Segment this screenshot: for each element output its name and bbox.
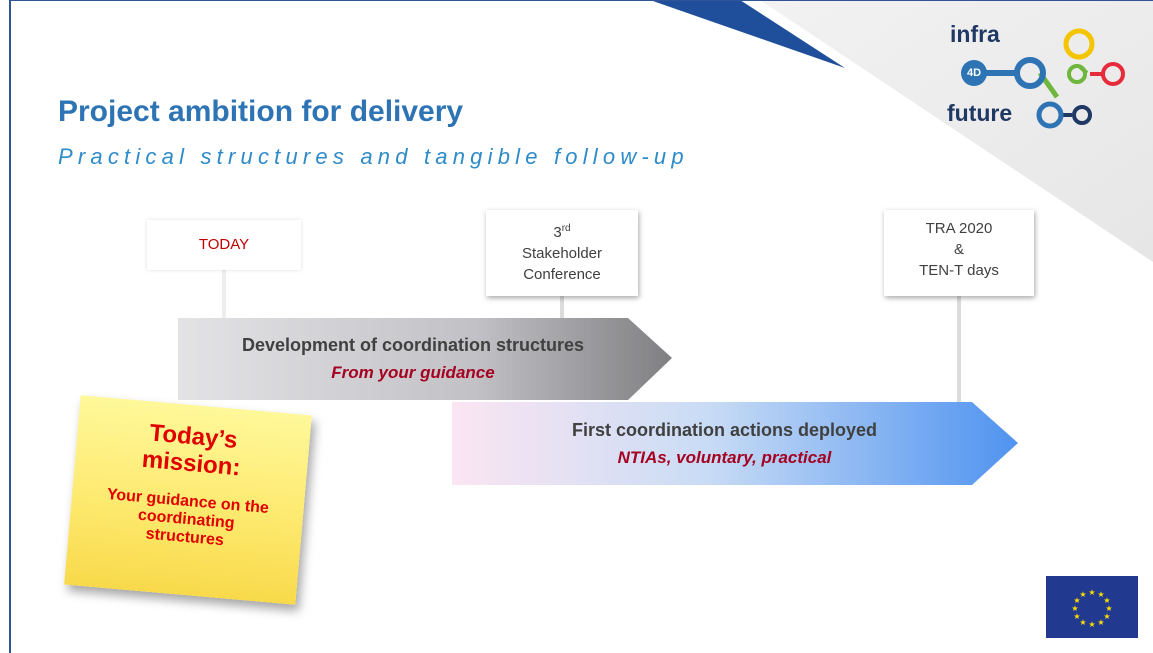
note-body: Your guidance on the coordinating struct…: [106, 485, 270, 550]
logo-word-infra: infra: [950, 21, 1000, 47]
first-actions-arrow-subtitle: NTIAs, voluntary, practical: [617, 448, 832, 467]
eu-stars-icon: ★ ★ ★ ★ ★ ★ ★ ★ ★ ★ ★ ★: [1071, 588, 1112, 629]
svg-text:★: ★: [1088, 620, 1095, 629]
blue-triangle-shape: [650, 0, 845, 68]
svg-text:★: ★: [1073, 596, 1080, 605]
svg-text:★: ★: [1071, 604, 1078, 613]
tra-ten-t-label-box: TRA 2020 & TEN-T days: [884, 210, 1034, 296]
ampersand-label: &: [953, 241, 964, 258]
stakeholder-conference-label-box: 3rd Stakeholder Conference: [486, 210, 638, 296]
svg-text:★: ★: [1079, 590, 1086, 599]
development-arrow-subtitle: From your guidance: [331, 363, 495, 382]
development-arrow-shape: [178, 318, 672, 400]
svg-text:★: ★: [1105, 604, 1112, 613]
svg-text:★: ★: [1073, 612, 1080, 621]
today-label-box: TODAY: [147, 220, 301, 270]
todays-mission-sticky-note: Today’s mission: Your guidance on the co…: [64, 395, 312, 605]
ten-t-days-label: TEN-T days: [919, 262, 999, 279]
logo-word-future: future: [947, 100, 1013, 126]
page-title: Project ambition for delivery: [58, 95, 464, 128]
grey-wedge-shape: [760, 0, 1153, 262]
frame-left-border: [9, 0, 11, 653]
today-label: TODAY: [198, 236, 250, 253]
svg-text:★: ★: [1103, 612, 1110, 621]
stakeholder-label-line: Stakeholder: [521, 245, 603, 262]
stakeholder-tick-line: [560, 296, 564, 318]
tra-2020-label: TRA 2020: [925, 220, 993, 237]
svg-text:★: ★: [1103, 596, 1110, 605]
conference-label-line: Conference: [523, 266, 601, 283]
first-actions-arrow-title: First coordination actions deployed: [571, 420, 878, 440]
first-actions-arrow-shape: [452, 402, 1018, 485]
svg-text:★: ★: [1097, 590, 1104, 599]
eu-flag-icon: ★ ★ ★ ★ ★ ★ ★ ★ ★ ★ ★ ★: [1046, 576, 1138, 638]
frame-top-border: [9, 0, 1153, 1]
svg-text:★: ★: [1097, 618, 1104, 627]
logo-badge-4d: 4D: [965, 64, 983, 82]
today-tick-line: [222, 270, 226, 318]
page-subtitle: Practical structures and tangible follow…: [58, 144, 689, 169]
note-title: Today’s mission:: [140, 419, 242, 482]
tra-tick-line: [957, 296, 961, 402]
svg-text:★: ★: [1088, 588, 1095, 597]
svg-text:★: ★: [1079, 618, 1086, 627]
stakeholder-ordinal: 3rd: [553, 223, 571, 241]
development-arrow-title: Development of coordination structures: [241, 335, 585, 355]
